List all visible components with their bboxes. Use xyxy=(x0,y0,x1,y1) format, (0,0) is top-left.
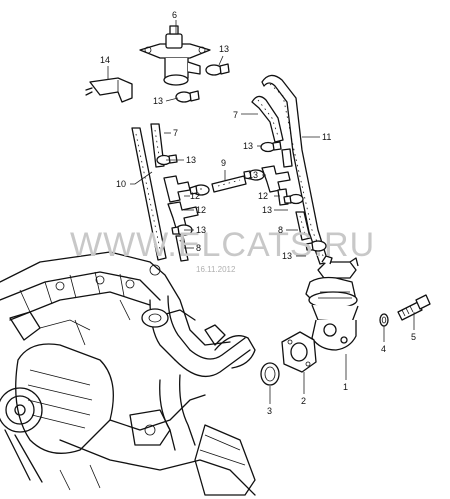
hose-clamp-h xyxy=(171,224,193,236)
callout-8-right: 8 xyxy=(278,225,283,235)
callout-12-a: 12 xyxy=(190,191,200,201)
callout-13-c: 13 xyxy=(243,141,253,151)
hose-clamp-g xyxy=(283,193,304,205)
callout-13-h: 13 xyxy=(282,251,292,261)
seal-ring-part-3 xyxy=(260,362,280,386)
callout-13-b: 13 xyxy=(153,96,163,106)
bracket-clip-part-14 xyxy=(85,77,133,103)
callout-13-e: 13 xyxy=(248,170,258,180)
hose-part-11 xyxy=(261,74,329,265)
t-piece-part-12-a xyxy=(163,175,191,203)
valve-body-part-6 xyxy=(139,25,211,86)
callout-13-d: 13 xyxy=(186,155,196,165)
callout-5: 5 xyxy=(411,332,416,342)
hose-clamp-b xyxy=(175,90,200,103)
callout-12-b: 12 xyxy=(258,191,268,201)
watermark-date: 16.11.2012 xyxy=(196,265,236,274)
callout-13-a: 13 xyxy=(219,44,229,54)
hose-clamp-a xyxy=(205,63,230,76)
callout-12-c: 12 xyxy=(196,205,206,215)
callout-7-right: 7 xyxy=(233,110,238,120)
callout-13-g: 13 xyxy=(196,225,206,235)
hose-part-10 xyxy=(131,127,167,261)
callout-14: 14 xyxy=(100,55,110,65)
t-piece-part-12-c xyxy=(261,165,291,193)
callout-3: 3 xyxy=(267,406,272,416)
watermark: WWW.ELCATS.RU 16.11.2012 xyxy=(70,226,375,274)
hose-clamp-part-13-group xyxy=(156,63,327,252)
leader-lines xyxy=(107,20,415,404)
callout-numbers: 6 13 14 13 7 7 11 13 13 9 10 13 12 12 12… xyxy=(100,10,416,416)
hose-part-8-left xyxy=(175,235,189,262)
hose-clamp-e xyxy=(243,169,265,181)
callout-10: 10 xyxy=(116,179,126,189)
callout-2: 2 xyxy=(301,396,306,406)
hose-part-7-right xyxy=(251,95,284,143)
callout-9: 9 xyxy=(221,158,226,168)
callout-7-left: 7 xyxy=(173,128,178,138)
t-piece-part-12-b xyxy=(167,201,199,229)
callout-11: 11 xyxy=(322,132,331,142)
hose-part-9 xyxy=(211,175,247,193)
washer-part-4 xyxy=(379,313,389,327)
callout-1: 1 xyxy=(343,382,348,392)
vacuum-unit-part-1 xyxy=(305,255,359,351)
hose-clamp-f xyxy=(260,141,282,153)
callout-4: 4 xyxy=(381,344,386,354)
callout-6: 6 xyxy=(172,10,177,20)
engine-block xyxy=(0,251,256,496)
hose-part-8-right xyxy=(295,211,311,241)
bolt-part-5 xyxy=(397,294,431,321)
callout-13-f: 13 xyxy=(262,205,272,215)
callout-8-left: 8 xyxy=(196,243,201,253)
flange-gasket-part-2 xyxy=(281,331,317,373)
hose-clamp-i xyxy=(305,240,327,252)
watermark-text: WWW.ELCATS.RU xyxy=(70,226,375,264)
